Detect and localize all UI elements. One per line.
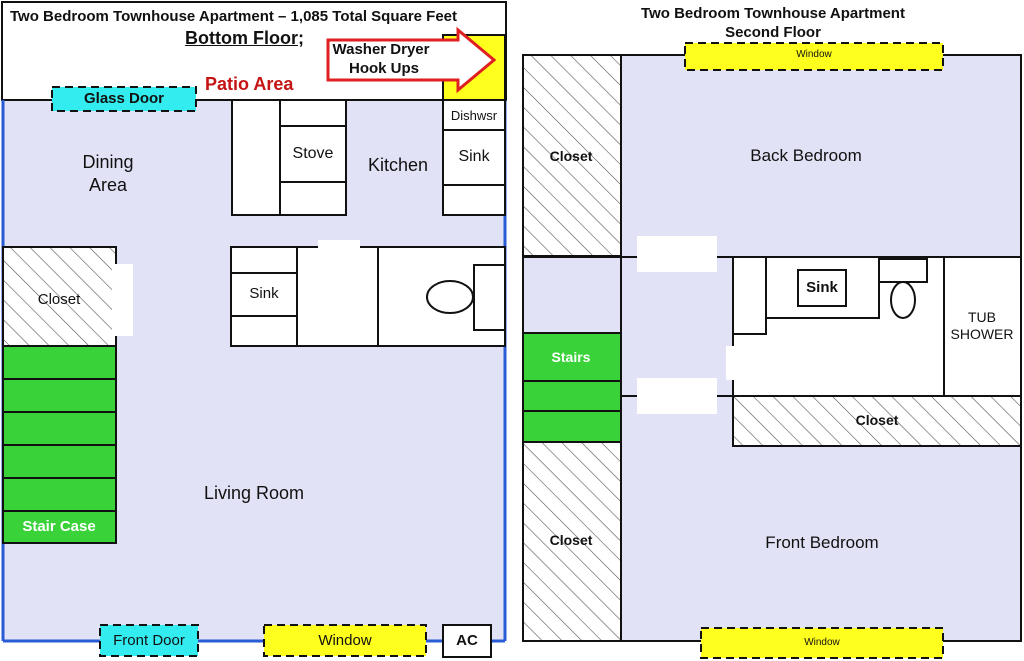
stair-case-label: Stair Case — [22, 518, 96, 535]
top-closet-label: Closet — [549, 148, 593, 164]
middle-closet-label: Closet — [855, 412, 899, 428]
bottom-window-label: Window — [318, 632, 372, 649]
front-door-label: Front Door — [113, 632, 185, 649]
living-room-label: Living Room — [203, 483, 305, 503]
bathroom-door-gap — [726, 346, 770, 380]
closet-door-gap — [112, 264, 133, 336]
front-bedroom-door — [637, 378, 717, 414]
patio-label: Patio Area — [205, 74, 294, 94]
bottom-closet-label: Closet — [37, 291, 81, 308]
ac-label: AC — [456, 632, 478, 649]
bottom-window-second-label: Window — [804, 637, 840, 648]
washer-label-line1: Washer Dryer — [332, 41, 430, 58]
bottom-floor-suffix: ; — [297, 28, 304, 48]
bath-sink — [230, 272, 298, 317]
toilet-bowl — [426, 280, 474, 314]
upstairs-toilet-tank — [878, 258, 928, 283]
back-bedroom-door — [637, 236, 717, 272]
top-closet — [522, 54, 622, 257]
glass-door — [51, 86, 197, 112]
top-window — [684, 42, 944, 71]
front-bedroom-label: Front Bedroom — [765, 533, 879, 552]
middle-closet — [732, 395, 1022, 447]
upstairs-sink-label: Sink — [806, 279, 838, 296]
kitchen-cabinet — [442, 99, 506, 216]
stair-case — [2, 345, 117, 544]
upstairs-toilet-bowl — [890, 281, 916, 319]
second-floor-title-line1: Two Bedroom Townhouse Apartment — [641, 5, 905, 22]
bath-sink-label: Sink — [249, 285, 279, 302]
bottom-floor-heading: Bottom Floor; — [185, 28, 304, 49]
glass-door-label: Glass Door — [83, 90, 165, 107]
bath-door-gap — [318, 240, 360, 250]
back-bedroom-label: Back Bedroom — [750, 146, 862, 165]
upstairs-sink — [797, 269, 847, 307]
tub-shower — [943, 256, 1022, 397]
bottom-left-closet-label: Closet — [549, 532, 593, 548]
stove — [279, 125, 347, 183]
upstairs-stairs — [522, 332, 622, 443]
dishwasher-label: Dishwsr — [450, 108, 498, 123]
ac-unit — [442, 624, 492, 658]
top-window-label: Window — [796, 49, 832, 60]
kitchen-sink-label: Sink — [458, 148, 490, 165]
kitchen-label: Kitchen — [368, 155, 429, 175]
stove-label: Stove — [292, 145, 334, 162]
bottom-left-closet — [522, 441, 622, 642]
second-floor-title-line2: Second Floor — [725, 24, 821, 41]
bottom-floor-title: Two Bedroom Townhouse Apartment – 1,085 … — [10, 8, 458, 25]
washer-arrow — [326, 26, 497, 94]
linen-cabinet — [732, 256, 767, 335]
bottom-window — [263, 624, 427, 657]
toilet-tank — [473, 264, 506, 331]
stairs-label: Stairs — [551, 349, 591, 365]
bottom-window-second — [700, 627, 944, 659]
tub-label-line2: SHOWER — [950, 326, 1014, 342]
front-door — [99, 624, 199, 657]
dining-label-line2: Area — [88, 175, 128, 195]
tub-label-line1: TUB — [968, 309, 996, 325]
dining-label-line1: Dining — [82, 152, 134, 172]
washer-label-line2: Hook Ups — [348, 60, 420, 77]
bottom-floor-label: Bottom Floor — [185, 28, 298, 48]
